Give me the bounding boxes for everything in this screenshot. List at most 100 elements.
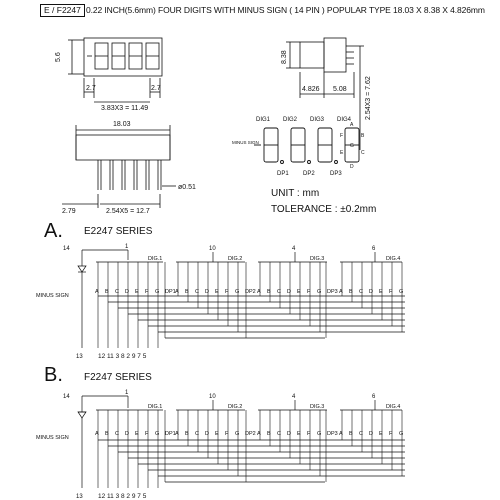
svg-text:DP1: DP1 — [277, 171, 289, 177]
svg-text:E: E — [340, 150, 344, 156]
svg-text:DIG.1: DIG.1 — [148, 404, 162, 410]
segment-label: G — [399, 431, 403, 437]
segment-label: C — [195, 431, 199, 437]
bottom-pins-a: 12 11 3 8 2 9 7 5 — [98, 353, 147, 360]
segment-label: D — [205, 289, 209, 295]
segment-label: G — [317, 289, 321, 295]
bottom-view-pins — [97, 160, 162, 190]
pin-13-a: 13 — [76, 354, 83, 360]
segment-label: F — [145, 431, 149, 437]
segment-label: F — [307, 431, 311, 437]
tolerance-note: TOLERANCE : ±0.2mm — [271, 204, 377, 215]
svg-text:DP2: DP2 — [303, 171, 315, 177]
dim-pitch-left: 2.7 — [86, 85, 96, 92]
segment-label: A — [95, 431, 99, 437]
segment-label: G — [235, 289, 239, 295]
segment-label: E — [215, 431, 219, 437]
dim-height: 5.6 — [55, 52, 62, 62]
segment-label: A — [339, 289, 343, 295]
segment-label: D — [369, 431, 373, 437]
dim-pitch-right: 2.7 — [151, 85, 161, 92]
segment-label: G — [399, 289, 403, 295]
segment-label: DP3 — [327, 289, 338, 295]
segment-label: B — [185, 289, 189, 295]
svg-text:D: D — [350, 164, 354, 170]
segment-label: E — [135, 431, 139, 437]
svg-text:DIG1: DIG1 — [256, 117, 271, 123]
svg-text:B: B — [361, 133, 365, 139]
pin-13-b: 13 — [76, 494, 83, 500]
segment-label: F — [389, 289, 393, 295]
svg-text:6: 6 — [372, 394, 376, 400]
svg-text:DIG.3: DIG.3 — [310, 256, 324, 262]
svg-text:1: 1 — [125, 244, 129, 250]
description: 0.22 INCH(5.6mm) FOUR DIGITS WITH MINUS … — [86, 5, 485, 15]
front-view-digits — [87, 42, 160, 70]
section-a-letter: A. — [44, 220, 63, 242]
svg-text:A: A — [350, 122, 354, 128]
segment-label: G — [155, 289, 159, 295]
segment-label: D — [125, 431, 129, 437]
schematic-b: 14 13 MINUS SIGN 1 10 4 6 DIG.1 DIG.2 DI… — [36, 390, 405, 500]
segment-label: G — [317, 431, 321, 437]
unit-note: UNIT : mm — [271, 188, 320, 199]
segment-label: B — [349, 289, 353, 295]
part-number-box: E / F2247 — [40, 4, 85, 17]
svg-text:DIG.1: DIG.1 — [148, 256, 162, 262]
segment-label: B — [267, 431, 271, 437]
segment-label: DP1 — [165, 289, 176, 295]
dim-side-height: 8.38 — [281, 50, 288, 64]
segment-label: B — [105, 289, 109, 295]
dim-body-width: 18.03 — [113, 121, 131, 128]
svg-text:G: G — [350, 143, 354, 149]
segment-label: C — [115, 431, 119, 437]
schematic-a: 14 13 MINUS SIGN 1 10 4 6 DIG.1 DIG.2 DI… — [36, 244, 405, 360]
segment-label: D — [369, 289, 373, 295]
segment-label: E — [297, 289, 301, 295]
svg-text:10: 10 — [209, 246, 216, 252]
svg-text:DIG.3: DIG.3 — [310, 404, 324, 410]
digit-segment-diagram: DIG1 DIG2 DIG3 DIG4 MINUS SIGN DP1 DP2 D… — [232, 117, 365, 177]
segment-label: E — [215, 289, 219, 295]
segment-label: E — [379, 431, 383, 437]
segment-label: C — [195, 289, 199, 295]
segment-label: C — [359, 431, 363, 437]
dim-side-b: 5.08 — [333, 86, 347, 93]
segment-label: A — [95, 289, 99, 295]
svg-text:DIG2: DIG2 — [283, 117, 298, 123]
segment-label: F — [145, 289, 149, 295]
svg-text:DP3: DP3 — [330, 171, 342, 177]
segment-label: A — [257, 289, 261, 295]
segment-label: A — [257, 431, 261, 437]
segment-label: G — [235, 431, 239, 437]
dim-pin-dia: ø0.51 — [178, 184, 196, 191]
front-view-body — [83, 37, 163, 77]
segment-label: F — [225, 431, 229, 437]
segment-label: F — [389, 431, 393, 437]
segment-label: F — [307, 289, 311, 295]
pin-14-b: 14 — [63, 394, 70, 400]
section-b-series: F2247 SERIES — [84, 372, 152, 383]
minus-sign-b: MINUS SIGN — [36, 435, 69, 441]
segment-label: B — [349, 431, 353, 437]
pin-14-a: 14 — [63, 246, 70, 252]
minus-sign-a: MINUS SIGN — [36, 293, 69, 299]
segment-label: B — [105, 431, 109, 437]
dim-digit-span: 3.83X3 = 11.49 — [101, 105, 148, 112]
segment-label: C — [277, 431, 281, 437]
bottom-view-body — [75, 134, 171, 161]
svg-text:DIG.2: DIG.2 — [228, 256, 242, 262]
segment-label: D — [205, 431, 209, 437]
dim-pin-span-v: 2.54X3 = 7.62 — [365, 76, 372, 120]
segment-label: B — [267, 289, 271, 295]
segment-label: G — [155, 431, 159, 437]
svg-text:F: F — [340, 133, 343, 139]
segment-label: DP1 — [165, 431, 176, 437]
segment-label: D — [287, 431, 291, 437]
section-b-letter: B. — [44, 364, 63, 386]
segment-label: A — [339, 431, 343, 437]
segment-label: F — [225, 289, 229, 295]
part-number: E / F2247 — [44, 5, 81, 15]
dim-pin-span-h: 2.54X5 = 12.7 — [106, 208, 150, 215]
segment-label: DP2 — [245, 289, 256, 295]
